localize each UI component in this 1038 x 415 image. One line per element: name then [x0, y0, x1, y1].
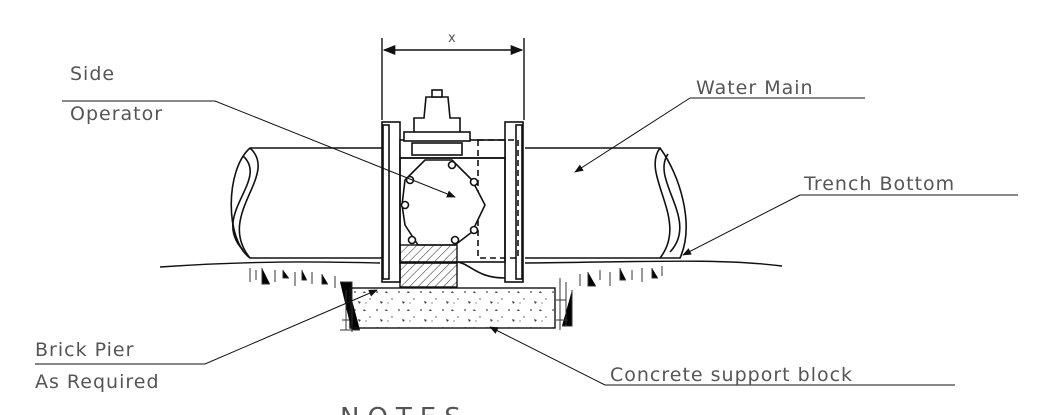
side-operator	[400, 159, 486, 246]
side-operator-label-line1: Side	[70, 63, 115, 85]
brick-pier	[399, 244, 458, 288]
concrete-support-block	[349, 287, 556, 329]
dimension-label: x	[448, 31, 456, 46]
dimension-x	[381, 38, 525, 120]
trench-bottom-label: Trench Bottom	[803, 173, 955, 195]
water-main-pipe-right	[525, 147, 687, 259]
side-operator-label-line2: Operator	[70, 103, 163, 125]
brick-pier-label-line2: As Required	[35, 371, 160, 393]
water-main-pipe-left	[230, 147, 382, 259]
leader-lines	[35, 97, 1018, 386]
gate-valve	[381, 89, 524, 283]
trench-bottom-line	[159, 260, 783, 268]
brick-pier-label-line1: Brick Pier	[35, 339, 134, 361]
water-main-label: Water Main	[696, 77, 814, 99]
notes-heading: NOTES	[340, 403, 469, 415]
concrete-support-block-label: Concrete support block	[610, 364, 853, 386]
